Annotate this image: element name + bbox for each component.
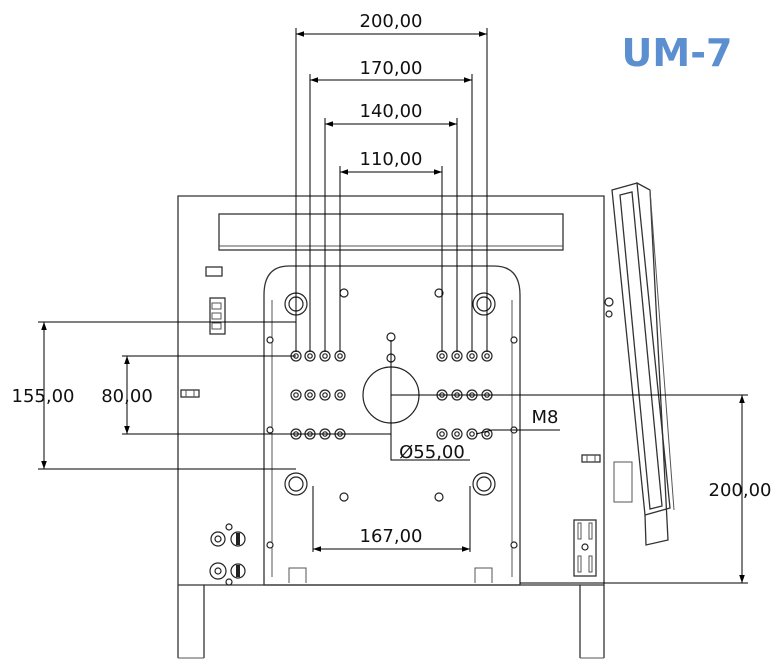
dim-thread: M8: [532, 407, 559, 428]
tapped-hole-core: [293, 392, 299, 398]
top-beam: [218, 213, 564, 251]
dim-left-80: 80,00: [101, 386, 153, 407]
tapped-hole-core: [322, 392, 328, 398]
connector-block: [209, 297, 226, 335]
dim-top-110: 110,00: [360, 149, 423, 170]
tapped-hole-core: [454, 353, 460, 359]
tapped-hole-core: [307, 353, 313, 359]
tapped-hole-core: [322, 353, 328, 359]
tapped-hole-core: [337, 353, 343, 359]
tapped-hole-core: [469, 431, 475, 437]
dim-top-170: 170,00: [360, 58, 423, 79]
model-title: UM-7: [622, 31, 733, 75]
tapped-hole-core: [439, 431, 445, 437]
right-bolt: [581, 454, 601, 463]
dim-left-155: 155,00: [12, 386, 75, 407]
dim-right-200: 200,00: [709, 480, 772, 501]
dim-bottom-167: 167,00: [360, 526, 423, 547]
dim-top-200: 200,00: [360, 11, 423, 32]
tapped-hole-core: [484, 431, 490, 437]
extension-lines: [38, 28, 748, 584]
tapped-hole-core: [484, 353, 490, 359]
dimension-lines: [41, 31, 745, 583]
dim-top-140: 140,00: [360, 101, 423, 122]
tapped-hole-core: [307, 392, 313, 398]
tapped-hole-core: [337, 392, 343, 398]
pneumatic-fittings: [209, 523, 246, 586]
dim-diameter: Ø55,00: [399, 442, 465, 463]
side-slots: [573, 519, 597, 577]
sensor-block: [205, 266, 223, 277]
left-bolt: [180, 389, 200, 398]
tapped-hole-core: [439, 353, 445, 359]
side-door: [611, 182, 675, 546]
tapped-hole-core: [469, 353, 475, 359]
tapped-hole-core: [454, 431, 460, 437]
